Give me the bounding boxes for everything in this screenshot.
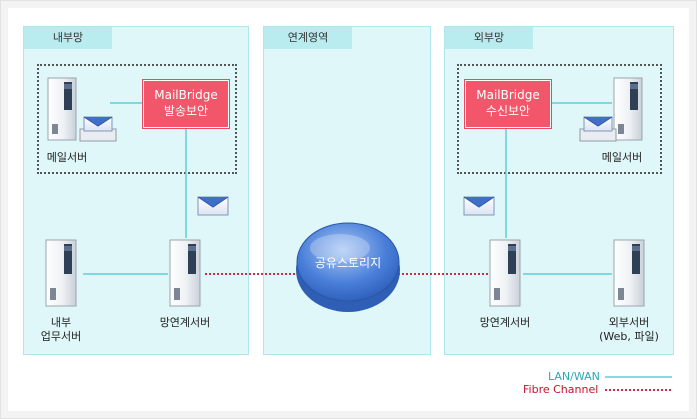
server-icon	[613, 239, 645, 307]
mailbridge-recv-box: MailBridge 수신보안	[465, 80, 551, 128]
shared-storage-label: 공유스토리지	[314, 256, 382, 270]
zone-internal-title: 내부망	[24, 27, 112, 49]
server-icon	[47, 77, 77, 141]
external-mail-group	[457, 64, 662, 174]
zone-link-title: 연계영역	[264, 27, 352, 49]
mail-tray-icon	[579, 116, 617, 142]
mailbridge-recv-subtitle: 수신보안	[485, 104, 531, 118]
envelope-icon	[197, 196, 229, 216]
lan-lines	[83, 102, 612, 275]
mail-tray-icon	[79, 116, 117, 142]
link-server-external-label: 망연계서버	[479, 316, 531, 329]
internal-business-server-label: 내부 업무서버	[40, 316, 82, 343]
mail-server-internal-label: 메일서버	[46, 151, 88, 164]
internal-mail-group	[37, 64, 237, 174]
mailbridge-send-box: MailBridge 발송보안	[143, 80, 229, 128]
legend-lan-label: LAN/WAN	[548, 370, 600, 383]
mailbridge-send-title: MailBridge	[154, 88, 218, 102]
envelope-icon	[463, 196, 495, 216]
zone-external-title: 외부망	[445, 27, 533, 49]
link-server-internal-label: 망연계서버	[159, 316, 211, 329]
server-icon	[613, 77, 643, 141]
server-icon	[45, 239, 77, 307]
legend-fibre-label: Fibre Channel	[523, 383, 599, 396]
external-server-label: 외부서버 (Web, 파일)	[599, 316, 659, 343]
mailbridge-send-subtitle: 발송보안	[163, 104, 209, 118]
mailbridge-recv-title: MailBridge	[476, 88, 540, 102]
server-icon	[169, 239, 201, 307]
server-icon	[489, 239, 521, 307]
mail-server-external-label: 메일서버	[601, 151, 643, 164]
shared-storage-icon	[296, 222, 400, 312]
